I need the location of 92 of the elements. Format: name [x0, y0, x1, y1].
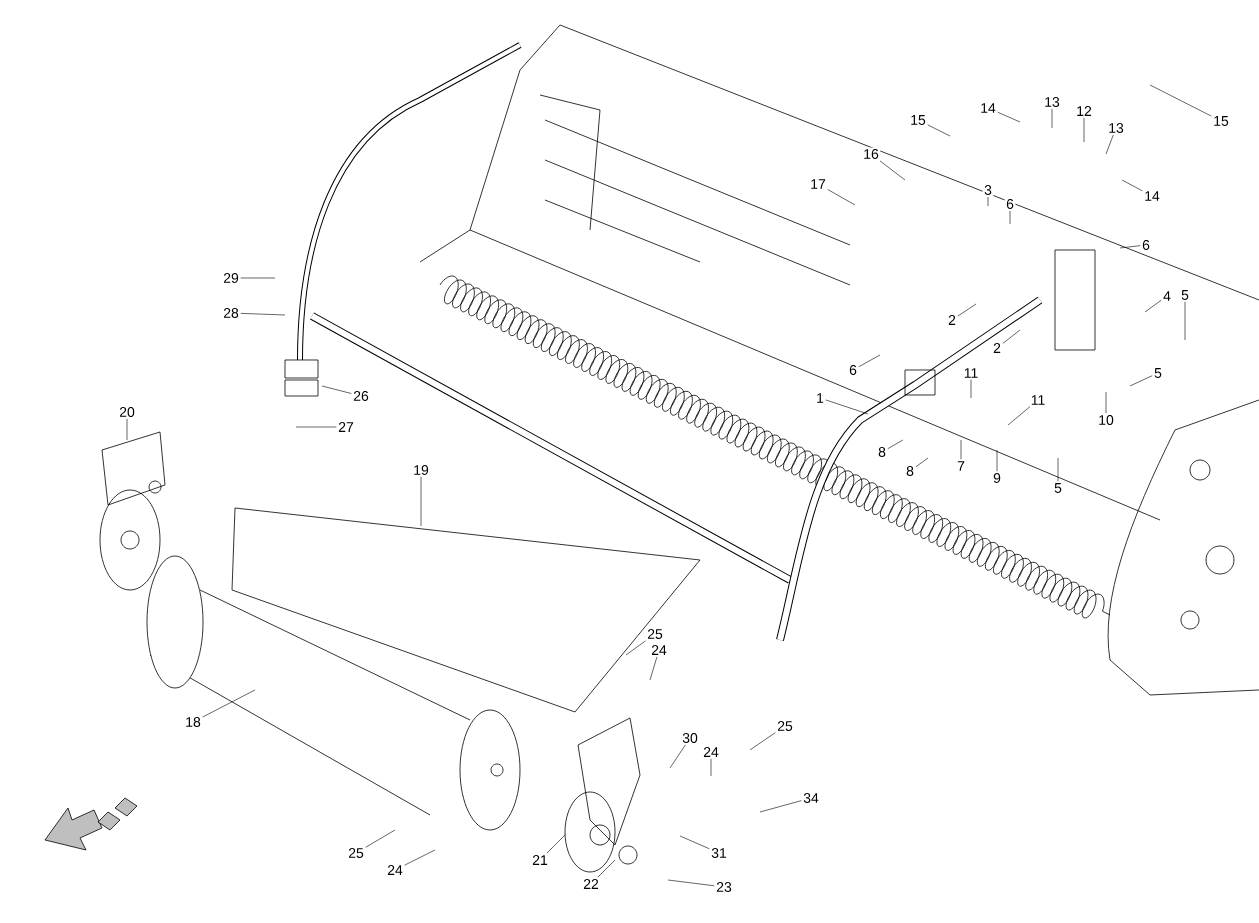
leader-line [879, 160, 906, 181]
callout-number: 27 [336, 420, 356, 434]
callout-number: 21 [530, 853, 550, 867]
leader-line [1083, 117, 1085, 143]
leader-line [1002, 329, 1021, 344]
callout-number: 1 [814, 391, 826, 405]
leader-line [997, 111, 1021, 123]
leader-line [970, 379, 972, 399]
callout-number: 8 [876, 445, 888, 459]
leader-line [420, 476, 422, 527]
leader-line [927, 124, 951, 137]
leader-line [858, 354, 881, 368]
leader-line [759, 800, 802, 813]
leader-line [1051, 108, 1053, 129]
callout-number: 25 [645, 627, 665, 641]
callout-number: 5 [1152, 366, 1164, 380]
callout-number: 2 [946, 313, 958, 327]
leader-line [295, 426, 337, 428]
leader-line [1105, 134, 1114, 155]
leader-line [1057, 457, 1059, 482]
leader-line [887, 439, 904, 449]
callout-number: 5 [1179, 288, 1191, 302]
callout-number: 11 [1029, 393, 1047, 407]
callout-number: 19 [411, 463, 431, 477]
callout-number: 3 [982, 183, 994, 197]
leader-line [202, 689, 256, 718]
callout-number: 29 [221, 271, 241, 285]
callout-number: 16 [861, 147, 881, 161]
leader-line [669, 744, 686, 769]
leader-line [1129, 375, 1153, 387]
leader-line [679, 835, 710, 850]
leader-line [126, 418, 128, 441]
leader-line [1121, 179, 1143, 192]
callout-number: 17 [808, 177, 828, 191]
leader-line [1007, 406, 1031, 426]
callout-number: 15 [1211, 114, 1231, 128]
leader-line [749, 732, 776, 751]
leader-line [915, 457, 929, 468]
callout-number: 30 [680, 731, 700, 745]
leader-line [1184, 301, 1186, 341]
callout-number: 25 [346, 846, 366, 860]
leader-line [240, 277, 276, 279]
leader-line [546, 834, 566, 854]
leader-line [404, 849, 436, 866]
leader-line [825, 399, 869, 415]
callout-number: 31 [709, 846, 729, 860]
callout-number: 18 [183, 715, 203, 729]
callout-number: 28 [221, 306, 241, 320]
callout-number: 13 [1042, 95, 1062, 109]
leader-line [827, 189, 856, 206]
callout-number: 25 [775, 719, 795, 733]
callout-number: 24 [649, 643, 669, 657]
callout-number: 7 [955, 459, 967, 473]
callout-number: 10 [1096, 413, 1116, 427]
callout-number: 20 [117, 405, 137, 419]
callout-number: 34 [801, 791, 821, 805]
callout-number: 11 [962, 366, 980, 380]
leader-line [597, 859, 616, 878]
callout-number: 12 [1074, 104, 1094, 118]
callout-number: 14 [978, 101, 998, 115]
leader-line [987, 196, 989, 207]
leader-line [365, 829, 396, 848]
callout-number: 24 [701, 745, 721, 759]
callout-number: 9 [991, 471, 1003, 485]
callout-number: 14 [1142, 189, 1162, 203]
leader-line [1149, 84, 1212, 117]
callout-number: 6 [847, 363, 859, 377]
callout-number: 6 [1140, 238, 1152, 252]
leader-line [1105, 391, 1107, 414]
callout-number: 26 [351, 389, 371, 403]
leader-line [321, 385, 352, 394]
leader-line [667, 879, 715, 887]
callout-number: 13 [1106, 121, 1126, 135]
leader-line [960, 439, 962, 460]
callout-number: 5 [1052, 481, 1064, 495]
callout-number: 22 [581, 877, 601, 891]
leader-line [957, 303, 977, 317]
leader-line [996, 449, 998, 472]
leader-line [1119, 245, 1141, 249]
leader-line [649, 656, 658, 681]
leader-line [1009, 210, 1011, 225]
callout-number: 23 [714, 880, 734, 894]
callout-number: 15 [908, 113, 928, 127]
leader-line [240, 313, 286, 316]
leader-line [1144, 299, 1162, 313]
callout-number: 4 [1161, 289, 1173, 303]
callout-number: 2 [991, 341, 1003, 355]
callout-number: 8 [904, 464, 916, 478]
callout-number: 6 [1004, 197, 1016, 211]
callout-number: 24 [385, 863, 405, 877]
leader-line [710, 758, 712, 777]
leader-line [625, 640, 646, 656]
